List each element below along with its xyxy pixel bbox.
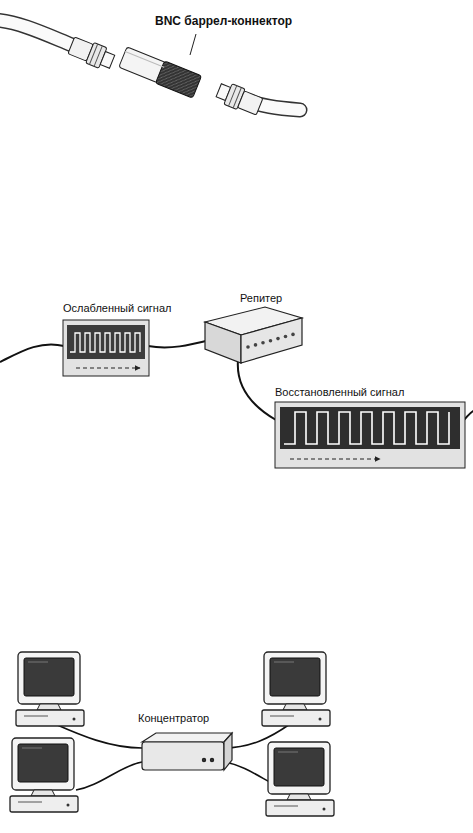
signal-label: Восстановленный сигнал [273, 386, 406, 399]
network-cable [55, 724, 292, 792]
bnc-barrel-connector [118, 46, 201, 98]
device-label: Репитер [238, 292, 284, 305]
repeater-device [205, 307, 302, 363]
device-label: Концентратор [136, 712, 211, 725]
restored-signal-box [275, 402, 465, 468]
weak-signal-box [63, 320, 149, 376]
hub-device [142, 733, 232, 770]
bnc-connector [215, 80, 264, 117]
computer [10, 738, 78, 812]
leader-line [190, 34, 196, 55]
signal-label: Ослабленный сигнал [61, 302, 173, 315]
part-label: BNC баррел-коннектор [153, 15, 294, 29]
computer [16, 652, 84, 726]
bnc-connector [67, 35, 116, 72]
computer [262, 652, 330, 726]
computer [266, 742, 334, 816]
